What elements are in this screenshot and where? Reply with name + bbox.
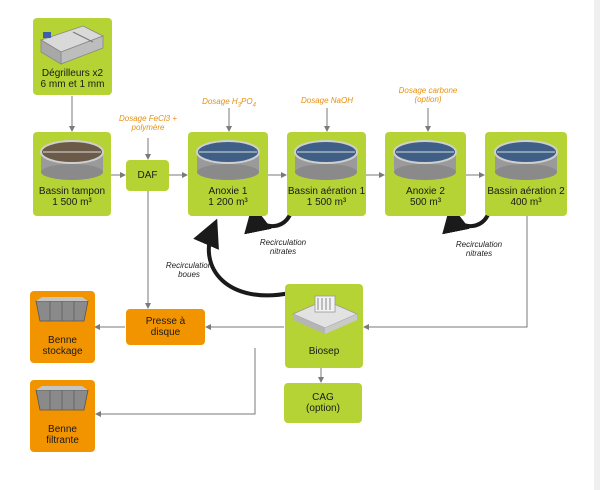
bassin-tampon-label-2: 1 500 m³ xyxy=(52,197,92,208)
dosage-h3po4-sub2: 4 xyxy=(252,102,256,109)
node-daf: DAF xyxy=(126,160,169,191)
skip-container-icon xyxy=(35,297,89,322)
benne-filtrante-label-2: filtrante xyxy=(46,435,79,446)
dosage-carbone-label: Dosage carbone(option) xyxy=(390,86,466,104)
aeration-2-label-2: 400 m³ xyxy=(510,197,542,208)
scrollbar-track xyxy=(594,0,600,490)
tank-icon xyxy=(494,140,558,180)
recirc-nitrates-1-line1: Recirculation xyxy=(259,238,307,247)
presse-label-1: Presse à xyxy=(145,316,186,327)
tank-icon xyxy=(196,140,260,180)
anoxie-2-label-2: 500 m³ xyxy=(409,197,442,208)
recirc-boues-line1: Recirculation xyxy=(165,261,213,270)
dosage-fecl3-line2: polymère xyxy=(131,123,165,132)
biosep-label: Biosep xyxy=(308,346,340,357)
anoxie-1-label-1: Anoxie 1 xyxy=(208,186,248,197)
cag-label-1: CAG xyxy=(312,392,334,403)
recirc-nitrates-1-line2: nitrates xyxy=(269,247,297,256)
dosage-naoh-label: Dosage NaOH xyxy=(300,96,354,105)
presse-label-2: disque xyxy=(150,327,181,338)
degrilleurs-label-1: Dégrilleurs x2 xyxy=(41,68,104,79)
dosage-carbone-line1: Dosage carbone xyxy=(398,86,458,95)
degrilleurs-label-2: 6 mm et 1 mm xyxy=(40,79,105,90)
benne-filtrante-label-1: Benne xyxy=(48,424,77,435)
tank-icon xyxy=(40,140,104,180)
benne-stockage-label-1: Benne xyxy=(48,335,77,346)
tank-icon xyxy=(393,140,457,180)
dosage-carbone-line2: (option) xyxy=(414,95,442,104)
bassin-tampon-label-1: Bassin tampon xyxy=(38,186,106,197)
skip-container-icon xyxy=(35,386,89,411)
node-biosep: Biosep xyxy=(285,284,363,368)
dosage-h3po4-mid: PO xyxy=(241,97,253,106)
anoxie-2-label-1: Anoxie 2 xyxy=(406,186,445,197)
dosage-fecl3-line1: Dosage FeCl3 + xyxy=(118,114,178,123)
benne-stockage-label-2: stockage xyxy=(42,346,83,357)
dosage-h3po4-sub1: 3 xyxy=(237,102,241,109)
dosage-h3po4-label: Dosage H3PO4 xyxy=(190,97,268,111)
arrow-aeration2-to-biosep xyxy=(363,216,528,330)
recirc-boues-line2: boues xyxy=(178,270,200,279)
arrow-biosep-to-benne-filtrante xyxy=(95,348,256,417)
recirc-nitrates-2-line1: Recirculation xyxy=(455,240,503,249)
aeration-1-label-1: Bassin aération 1 xyxy=(287,186,366,197)
recirculation-boues-arrow xyxy=(193,218,291,298)
screening-machine-icon xyxy=(40,25,104,65)
aeration-1-label-2: 1 500 m³ xyxy=(306,197,347,208)
membrane-bioreactor-icon xyxy=(292,295,358,334)
tank-icon xyxy=(294,140,358,180)
recirc-nitrates-2-line2: nitrates xyxy=(465,249,493,258)
aeration-2-label-1: Bassin aération 2 xyxy=(487,186,565,197)
dosage-fecl3-label: Dosage FeCl3 +polymère xyxy=(112,114,184,132)
cag-label-2: (option) xyxy=(306,403,340,414)
anoxie-1-label-2: 1 200 m³ xyxy=(208,197,248,208)
node-cag: CAG(option) xyxy=(284,383,362,423)
dosage-h3po4-text: Dosage H xyxy=(202,97,238,106)
daf-label: DAF xyxy=(137,170,158,181)
